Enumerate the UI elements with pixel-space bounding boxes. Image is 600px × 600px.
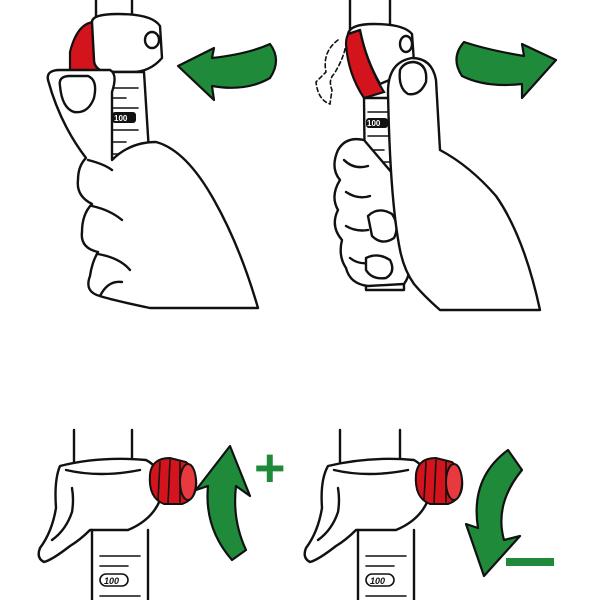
finger-lines [86,158,132,272]
previous-position-outline [315,39,347,106]
panel-top-left: 100 [46,0,278,310]
crown-edge [64,468,142,476]
rotate-right-arrow-icon [455,40,558,100]
crown-edge [332,468,410,476]
panel-top-right: 100 [315,0,558,312]
thumb-nail [398,60,428,96]
finger-nail [366,209,398,243]
clamp-bolt [143,30,161,50]
scale-label: 100 [370,576,385,586]
scale-label: 100 [367,119,381,128]
sag-scale-tube [356,528,416,600]
scale-badge [99,573,129,587]
hand [386,56,542,312]
minus-sign [506,558,554,566]
sag-scale-marks [99,555,141,597]
clamp-ring [90,12,164,74]
fork-crown [37,457,163,564]
scale-label: 100 [104,576,119,586]
plus-sign: + [254,438,286,498]
finger-nail [364,254,394,280]
finger-lines [342,158,376,265]
sag-scale-marks [107,87,139,155]
sag-scale-marks [365,555,407,597]
hand [46,68,260,310]
clamp-bolt [398,34,414,54]
thumb-nail [58,74,97,114]
panel-bottom-right: 100 [303,428,554,600]
brace-inner [316,486,341,542]
curved-arrow-up-icon [194,444,252,562]
rotate-left-arrow-icon [176,42,278,102]
sag-scale-tube [90,528,150,600]
sag-scale-marks [366,111,393,177]
panel-bottom-left: 100 + [37,428,286,600]
scale-badge [365,573,395,587]
finger-tip [98,280,124,298]
scale-label: 100 [114,114,128,123]
curved-arrow-down-icon [464,448,524,578]
preload-knob [148,456,198,505]
preload-knob [414,456,464,505]
brace-inner [50,486,75,542]
fork-crown [303,457,430,564]
